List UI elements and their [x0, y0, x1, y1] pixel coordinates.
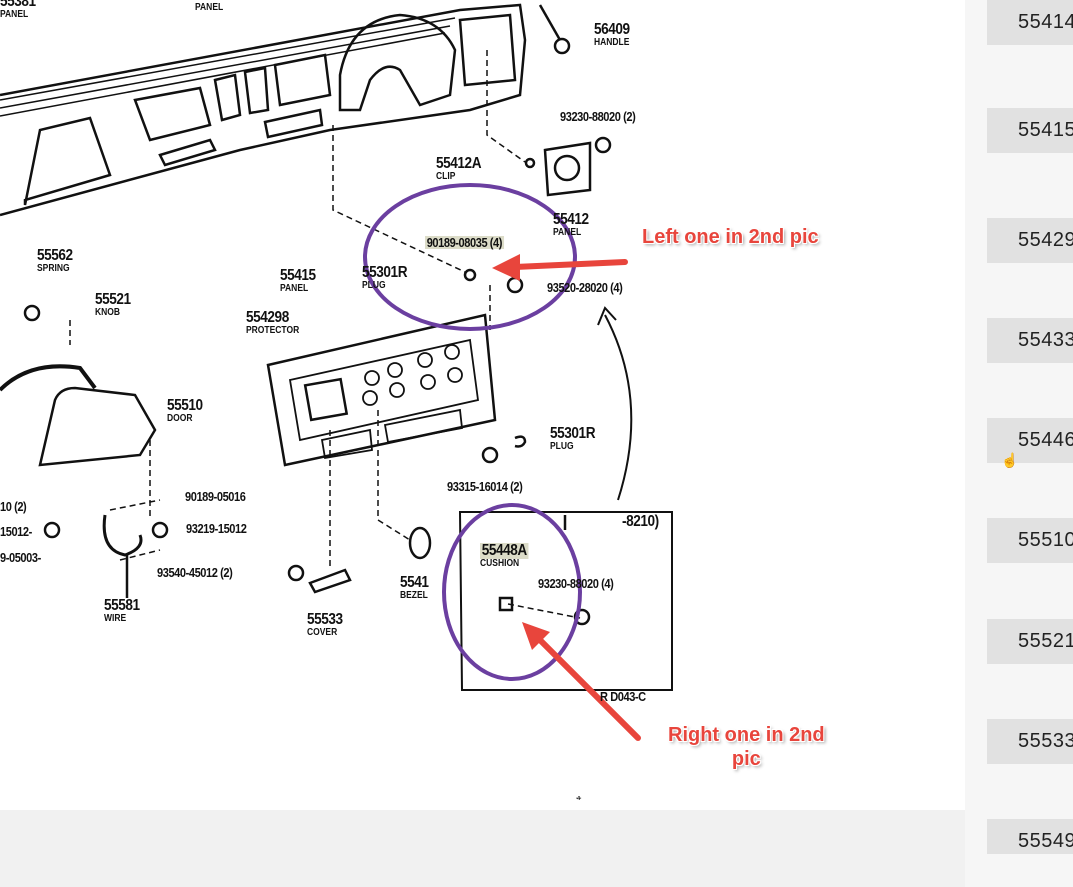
annotation-right-line1: Right one in 2nd	[668, 724, 825, 746]
door-outline	[38, 386, 157, 467]
label-d043c: R D043-C	[600, 689, 646, 704]
label-10-2: 10 (2)	[0, 499, 27, 514]
annotation-right: Right one in 2nd pic	[668, 723, 825, 771]
label-15012: 15012-	[0, 524, 32, 539]
diagram-drawing	[0, 3, 673, 741]
label-90189-05016: 90189-05016	[185, 489, 246, 504]
annotation-left: Left one in 2nd pic	[642, 226, 819, 248]
part-number: 55446	[1018, 429, 1073, 451]
part-row[interactable]: 55414	[987, 0, 1073, 45]
label-93540-45012: 93540-45012 (2)	[157, 565, 233, 580]
label-8210: -8210)	[622, 513, 659, 530]
part-row[interactable]: 55521	[987, 619, 1073, 664]
hand-cursor-icon: ☝	[1001, 452, 1019, 468]
highlight-circle-right	[442, 503, 582, 681]
part-row[interactable]: 55433	[987, 318, 1073, 363]
part-number: 55521	[1018, 630, 1073, 652]
part-number: 55433	[1018, 329, 1073, 351]
label-93219-15012: 93219-15012	[186, 521, 247, 536]
part-row[interactable]: 55510	[987, 518, 1073, 563]
label-panel: PANEL	[195, 2, 224, 13]
label-93230-88020-4: 93230-88020 (4)	[538, 576, 614, 591]
label-93315-16014: 93315-16014 (2)	[447, 479, 523, 494]
red-arrow-left	[512, 259, 628, 270]
part-number: 55414	[1018, 11, 1073, 33]
part-number: 55429	[1018, 229, 1073, 251]
bottom-band	[0, 810, 965, 887]
part-row[interactable]: 55429	[987, 218, 1073, 263]
part-row[interactable]: 55549	[987, 819, 1073, 854]
label-mark: -4-	[576, 796, 581, 802]
label-90189-08035: 90189-08035 (4)	[425, 235, 504, 250]
annotation-right-line2: pic	[731, 748, 761, 770]
part-row[interactable]: 55533	[987, 719, 1073, 764]
cluster-panel	[266, 313, 497, 467]
part-number: 55415	[1018, 119, 1073, 141]
parts-list-sidebar[interactable]: 55414 55415 55429 55433 55446 55510 5552…	[965, 0, 1073, 887]
label-93520-28020: 93520-28020 (4)	[547, 280, 623, 295]
dash-panel-outline	[0, 3, 527, 217]
part-row[interactable]: 55415	[987, 108, 1073, 153]
part-row[interactable]: 55446	[987, 418, 1073, 463]
direction-arrow	[597, 306, 633, 501]
part-number: 55510	[1018, 529, 1073, 551]
label-05003: 9-05003-	[0, 550, 41, 565]
highlight-circle-left	[363, 183, 577, 331]
label-93230-88020-2: 93230-88020 (2)	[560, 109, 636, 124]
part-number: 55533	[1018, 730, 1073, 752]
red-arrow-right	[537, 637, 641, 741]
inset-box	[458, 511, 673, 691]
part-number: 55549	[1018, 830, 1073, 852]
